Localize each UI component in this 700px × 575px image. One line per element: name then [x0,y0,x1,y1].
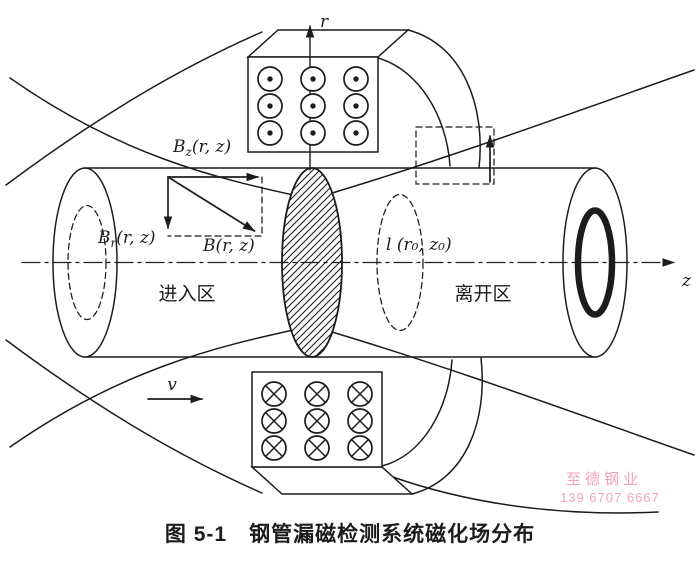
flux-upper-left-a [9,77,299,197]
entry-zone-label: 进入区 [158,283,215,305]
current-in-icon [304,435,330,461]
figure-caption: 图 5-1 钢管漏磁检测系统磁化场分布 [165,522,535,546]
watermark-company: 至德钢业 [566,470,642,488]
current-out-icon [257,93,283,119]
sensor-window [415,126,495,185]
current-out-icon [343,120,369,146]
current-in-icon [347,435,373,461]
flux-lower-right-outer [389,475,659,514]
pipe-left-bore-hidden [67,204,107,321]
bz-vector-label: Bz(r, z) [172,137,231,159]
current-out-icon [257,120,283,146]
current-in-icon [261,408,287,434]
top-coil-yoke-inner [377,57,451,167]
current-in-icon [347,381,373,407]
bottom-coil [250,357,483,495]
current-out-icon [343,93,369,119]
b-vector-label: B(r, z) [202,236,255,256]
current-in-icon [304,381,330,407]
exit-zone-label: 离开区 [454,283,511,305]
z-axis: z [21,258,692,291]
z-axis-label: z [681,271,692,291]
flux-density-vectors: Bz(r, z) Br(r, z) B(r, z) [97,137,263,256]
flux-lines [5,31,695,514]
b-vector [167,176,256,232]
sensor-window-box [415,126,495,185]
velocity-label: v [167,375,177,395]
flux-upper-left-b [5,31,263,186]
current-in-icon [261,435,287,461]
watermark-phone: 139 6707 6667 [560,490,660,505]
current-out-icon [300,66,326,92]
bottom-coil-yoke-outer [411,357,483,495]
sensor-position-label: l (r₀, z₀) [386,235,452,255]
flux-lower-left-b [5,339,263,494]
current-in-icon [261,381,287,407]
bottom-coil-bottom-face [250,466,414,495]
velocity-indicator: v [147,375,204,404]
current-in-icon [304,408,330,434]
current-out-icon [257,66,283,92]
current-out-icon [300,120,326,146]
top-coil-turns [257,66,369,146]
current-out-icon [300,93,326,119]
bottom-coil-yoke-inner [381,359,453,467]
flux-upper-right [321,69,695,197]
flux-lower-right [321,328,695,456]
vector-parallelogram-dashed [167,176,263,237]
top-coil-yoke-outer [407,29,481,169]
watermark: 至德钢业 139 6707 6667 [560,470,660,505]
current-in-icon [347,408,373,434]
flux-lower-left-a [9,328,299,448]
br-vector-label: Br(r, z) [97,228,156,250]
r-axis-label: r [320,12,329,32]
current-out-icon [343,66,369,92]
bottom-coil-turns [261,381,373,461]
top-coil-top-face [246,29,410,58]
